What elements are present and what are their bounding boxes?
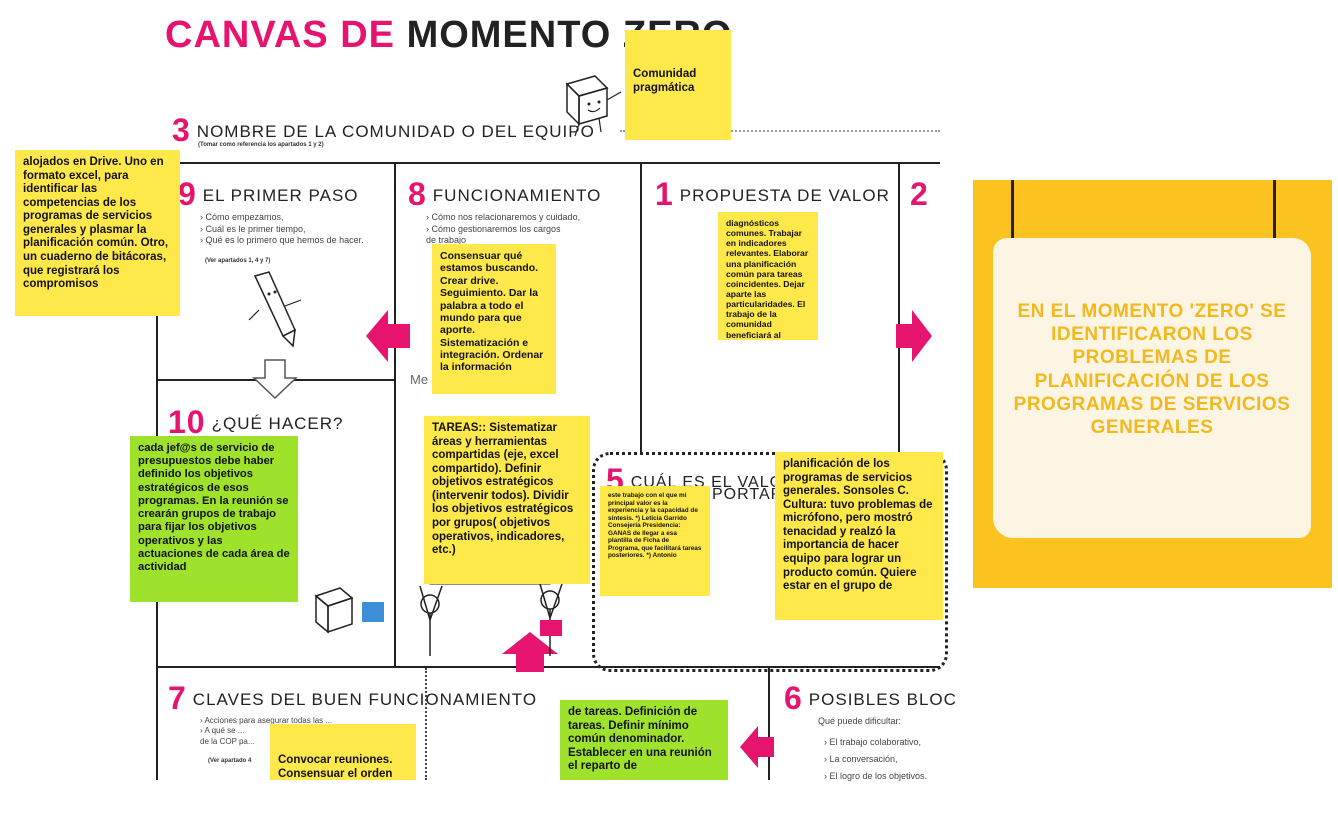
dashed-line — [620, 130, 940, 132]
sticky-convocar: Convocar reuniones. Consensuar el orden — [270, 724, 416, 780]
grid-line-top — [156, 162, 940, 164]
up-arrow-icon — [502, 632, 558, 672]
grid-line-h2 — [156, 666, 940, 668]
poster-text: EN EL MOMENTO 'ZERO' SE IDENTIFICARON LO… — [1013, 301, 1291, 438]
sticky-comunidad: Comunidad pragmática — [625, 30, 731, 140]
left-arrow-icon-bottom — [740, 726, 774, 768]
section-6-question: Qué puede dificultar: — [818, 716, 902, 726]
cube-puzzle-icon — [314, 587, 384, 634]
section-5-box — [592, 452, 948, 672]
section-2-title: 2 — [910, 176, 929, 212]
section-5-title-b: PORTAR — [712, 486, 784, 503]
section-9-items: › Cómo empezamos, › Cuál es le primer ti… — [200, 212, 364, 246]
sticky-consensuar: Consensuar qué estamos buscando. Crear d… — [432, 244, 556, 394]
sticky-tareas: TAREAS:: Sistematizar áreas y herramient… — [424, 416, 590, 584]
left-arrow-icon — [366, 310, 410, 362]
section-7-note: (Ver apartado 4 — [208, 758, 252, 764]
grid-line-v4 — [768, 666, 770, 780]
sticky-drive: alojados en Drive. Uno en formato excel,… — [15, 150, 180, 316]
grid-line-v3 — [898, 162, 900, 452]
sticky-diagnosticos: diagnósticos comunes. Trabajar en indica… — [718, 212, 818, 340]
sticky-planificacion: planificación de los programas de servic… — [775, 452, 943, 620]
hanging-string-left — [1011, 180, 1014, 272]
dotted-vertical — [425, 668, 427, 780]
section-3-note: (Tomar como referencia los apartados 1 y… — [198, 142, 324, 148]
pencil-character-icon — [248, 271, 302, 348]
right-arrow-icon — [896, 310, 932, 362]
cube-character-icon — [565, 75, 622, 137]
summary-poster: EN EL MOMENTO 'ZERO' SE IDENTIFICARON LO… — [973, 180, 1332, 588]
sticky-valor: este trabajo con el que mi principal val… — [600, 486, 710, 596]
sticky-definicion: de tareas. Definición de tareas. Definir… — [560, 700, 728, 780]
section-8-items: › Cómo nos relacionaremos y cuidado, › C… — [426, 212, 581, 246]
section-6-items: › El trabajo colaborativo, › La conversa… — [824, 737, 928, 782]
section-9-note: (Ver apartados 1, 4 y 7) — [205, 258, 271, 264]
grid-line-v1 — [394, 162, 396, 668]
sticky-jefes: cada jef@s de servicio de presupuestos d… — [130, 436, 298, 602]
section-10-title: 10¿QUÉ HACER? — [168, 404, 344, 440]
hanging-string-right — [1273, 180, 1276, 268]
grid-line-v2 — [640, 162, 642, 452]
down-arrow-icon — [252, 359, 298, 400]
poster-card — [993, 238, 1311, 538]
section-7-items: › Acciones para asegurar todas las ... ›… — [200, 716, 333, 746]
